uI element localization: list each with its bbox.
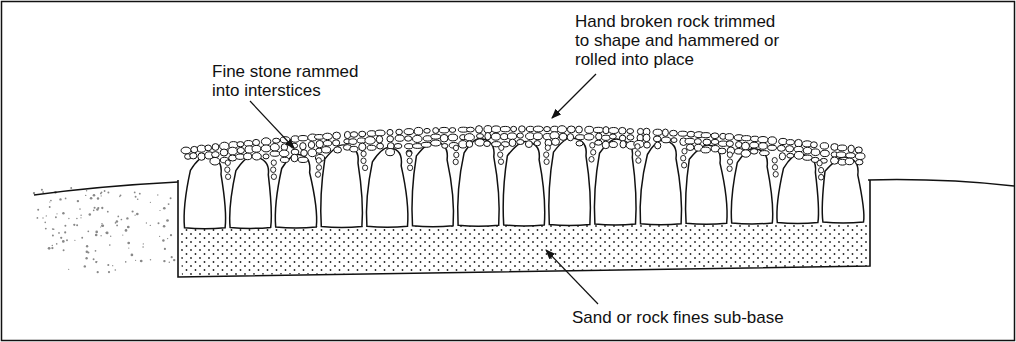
fine-stone-layer: [181, 126, 865, 180]
callout-label: Sand or rock fines sub-base: [572, 308, 832, 327]
callout-label: Hand broken rock trimmed to shape and ha…: [575, 12, 789, 69]
callout-label: Fine stone rammed into interstices: [212, 62, 380, 100]
hand-broken-rocks: [184, 138, 864, 229]
ground-stipple: [33, 187, 176, 273]
leader-line: [546, 250, 598, 304]
ground-line-left: [34, 182, 178, 195]
leader-line: [552, 74, 596, 118]
ground-line-right: [868, 180, 1014, 186]
leader-line: [250, 101, 294, 148]
